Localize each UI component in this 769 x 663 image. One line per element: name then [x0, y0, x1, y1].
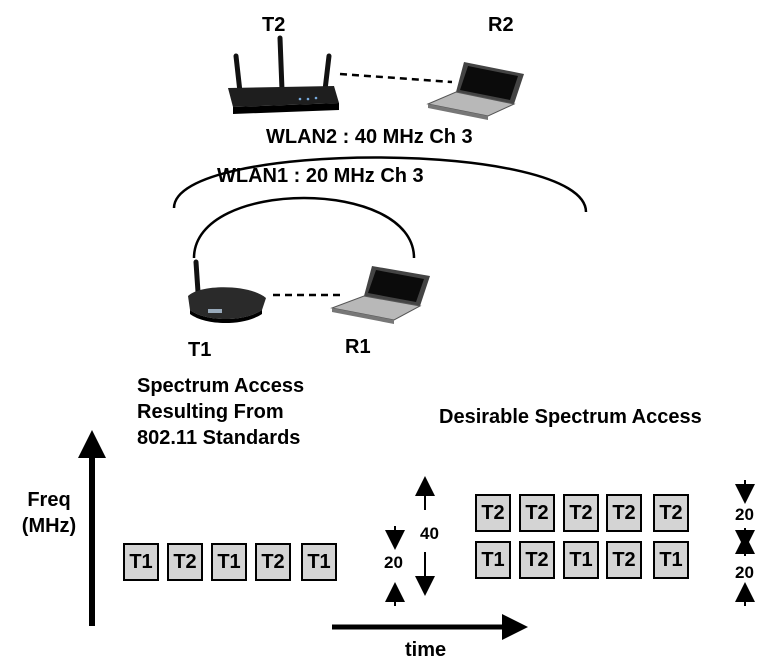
right-top-block: T2 [475, 494, 511, 532]
scale-20-label: 20 [384, 553, 403, 572]
link-t2-r2 [339, 72, 453, 84]
time-axis-arrowhead [502, 614, 528, 640]
scale-40-label: 40 [420, 524, 439, 543]
freq-axis-arrowhead [78, 430, 106, 458]
router-t1-icon [188, 259, 266, 323]
right-top-block: T2 [606, 494, 642, 532]
t1-label: T1 [188, 339, 212, 361]
left-title-line-2: Resulting From [137, 401, 284, 423]
left-block: T1 [211, 543, 247, 581]
right-scale-top-label: 20 [735, 505, 754, 524]
left-block: T1 [123, 543, 159, 581]
r2-label: R2 [488, 14, 514, 36]
time-axis-label: time [405, 639, 447, 661]
right-top-block: T2 [653, 494, 689, 532]
t2-label: T2 [262, 14, 286, 36]
freq-label-line-2: (MHz) [21, 515, 77, 537]
wlan1-arc [192, 196, 416, 259]
left-title-line-3: 802.11 Standards [137, 427, 301, 449]
right-bottom-block: T1 [475, 541, 511, 579]
laptop-r2-icon [426, 62, 524, 120]
left-block: T1 [301, 543, 337, 581]
left-panel-title: Spectrum Access Resulting From 802.11 St… [137, 373, 304, 451]
right-bottom-block: T2 [606, 541, 642, 579]
router-t2-icon [228, 35, 339, 114]
wlan1-label: WLAN1 : 20 MHz Ch 3 [217, 165, 424, 187]
wlan2-arc [172, 156, 588, 213]
freq-label-line-1: Freq [27, 489, 71, 511]
wlan2-label: WLAN2 : 40 MHz Ch 3 [266, 126, 473, 148]
right-scale-bottom-label: 20 [735, 563, 754, 582]
left-block: T2 [255, 543, 291, 581]
laptop-r1-icon [330, 266, 430, 324]
freq-axis-label: Freq (MHz) [16, 487, 82, 539]
right-top-block: T2 [563, 494, 599, 532]
left-block: T2 [167, 543, 203, 581]
right-top-block: T2 [519, 494, 555, 532]
right-bottom-block: T1 [653, 541, 689, 579]
right-panel-title: Desirable Spectrum Access [439, 406, 702, 428]
r1-label: R1 [345, 336, 371, 358]
left-title-line-1: Spectrum Access [137, 375, 305, 397]
right-bottom-block: T1 [563, 541, 599, 579]
right-bottom-block: T2 [519, 541, 555, 579]
